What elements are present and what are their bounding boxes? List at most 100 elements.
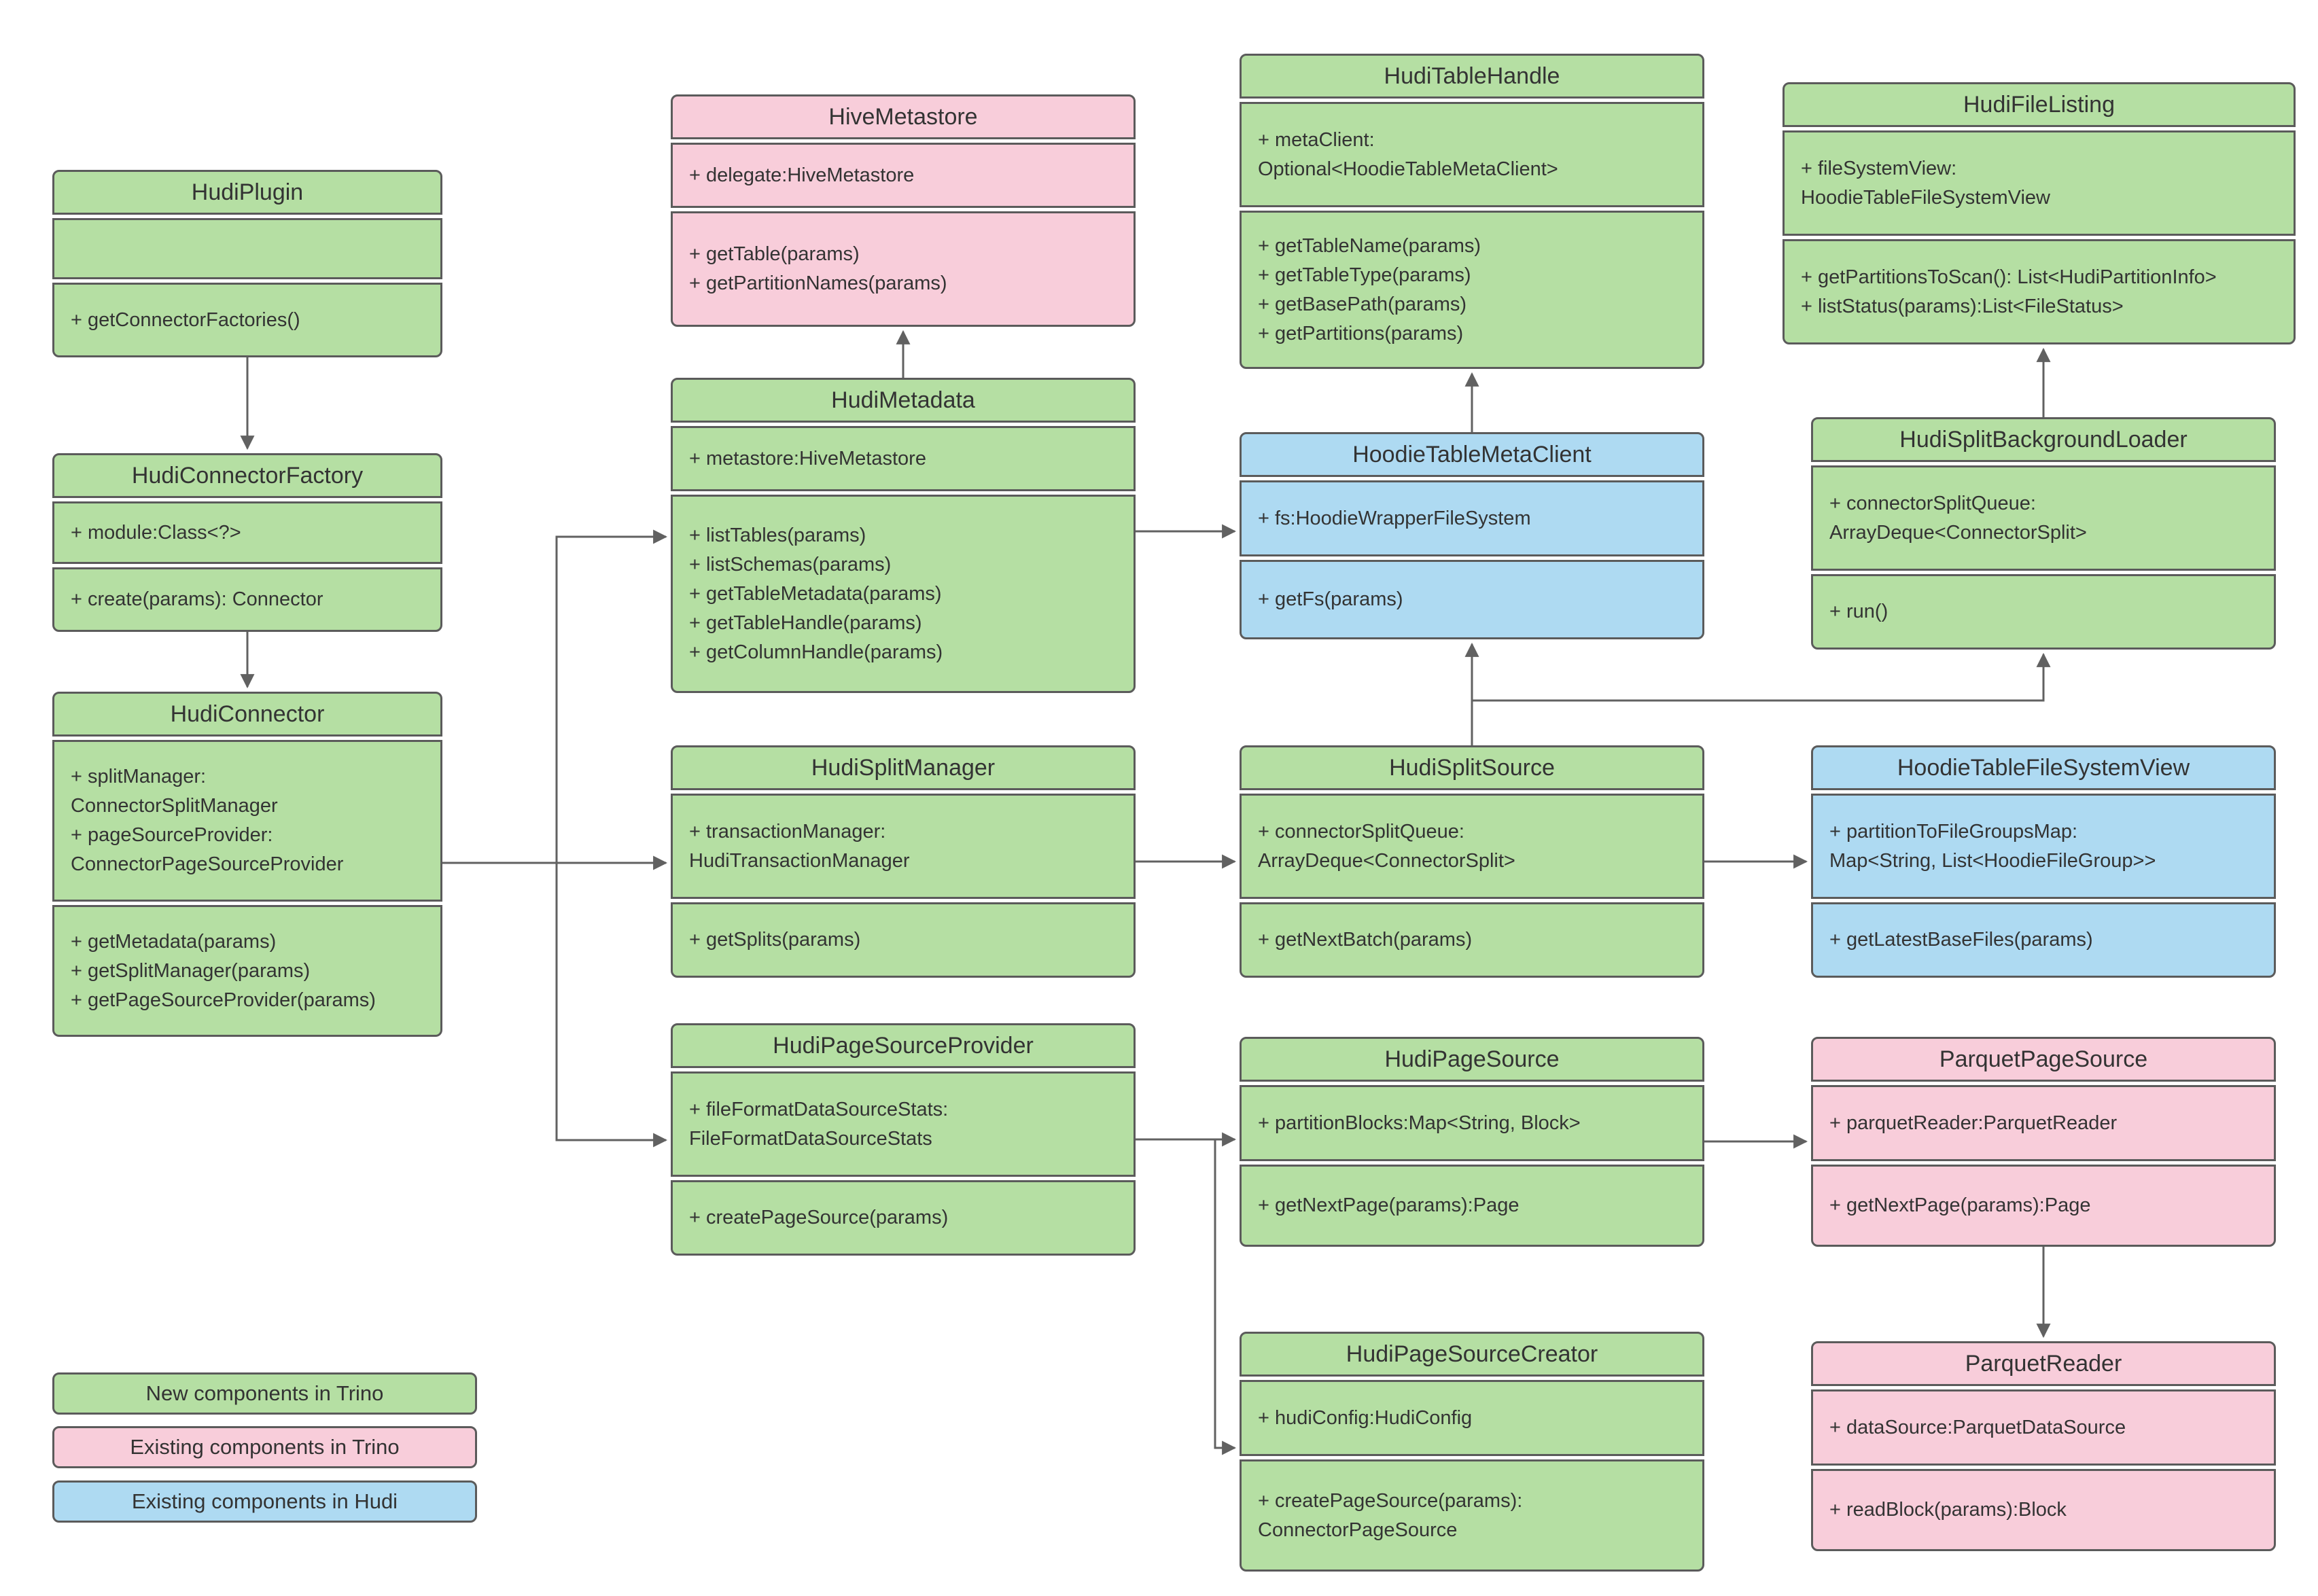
class-methods: + getLatestBaseFiles(params) [1811,902,2276,978]
class-title: HudiPageSourceCreator [1240,1332,1704,1377]
text-line: + getBasePath(params) [1258,293,1467,315]
text-line: + getTable(params) [689,243,860,265]
class-title: HudiPlugin [52,170,442,215]
text-line: + getTableName(params) [1258,234,1481,257]
class-methods: + getNextBatch(params) [1240,902,1704,978]
class-attributes: + metaClient: Optional<HoodieTableMetaCli… [1240,102,1704,207]
text-line: + fileSystemView: [1801,157,1957,179]
text-line: + module:Class<?> [71,521,241,544]
class-hudi-metadata: HudiMetadata + metastore:HiveMetastore +… [671,378,1136,693]
text-line: + readBlock(params):Block [1829,1499,2067,1521]
class-title: HudiSplitManager [671,745,1136,790]
class-methods: + getMetadata(params) + getSplitManager(p… [52,905,442,1037]
class-title: HoodieTableMetaClient [1240,432,1704,477]
text-line: + hudiConfig:HudiConfig [1258,1406,1473,1429]
class-attributes: + connectorSplitQueue: ArrayDeque<Connect… [1240,794,1704,899]
class-title: ParquetReader [1811,1341,2276,1386]
text-line: ConnectorPageSource [1258,1519,1458,1541]
legend-existing-components-trino: Existing components in Trino [52,1426,477,1468]
legend-new-components-trino: New components in Trino [52,1372,477,1415]
class-title: HudiPageSource [1240,1037,1704,1082]
text-line: + metastore:HiveMetastore [689,447,926,469]
class-title: HudiConnectorFactory [52,453,442,498]
text-line: Optional<HoodieTableMetaClient> [1258,158,1558,180]
text-line: + pageSourceProvider: [71,824,273,846]
class-hudi-plugin: HudiPlugin + getConnectorFactories() [52,170,442,357]
text-line: HudiTransactionManager [689,849,910,872]
text-line: Map<String, List<HoodieFileGroup>> [1829,849,2156,872]
text-line: + getNextBatch(params) [1258,929,1473,951]
class-hudi-split-background-loader: HudiSplitBackgroundLoader + connectorSpl… [1811,417,2276,650]
class-parquet-reader: ParquetReader + dataSource:ParquetDataSo… [1811,1341,2276,1551]
class-hudi-page-source-creator: HudiPageSourceCreator + hudiConfig:HudiC… [1240,1332,1704,1572]
text-line: + transactionManager: [689,820,886,843]
class-title: HudiPageSourceProvider [671,1023,1136,1068]
text-line: + getFs(params) [1258,588,1403,610]
text-line: + getMetadata(params) [71,930,277,953]
class-attributes: + connectorSplitQueue:ArrayDeque<Connect… [1811,465,2276,571]
class-attributes: + fs:HoodieWrapperFileSystem [1240,480,1704,556]
class-methods: + getNextPage(params):Page [1240,1165,1704,1247]
text-line: + getSplitManager(params) [71,959,311,982]
class-attributes: + dataSource:ParquetDataSource [1811,1389,2276,1466]
arrow-hudipagesourceprovider-to-hudipagesourcecreator [1214,1139,1237,1455]
class-methods: + create(params): Connector [52,567,442,632]
class-hudi-connector-factory: HudiConnectorFactory + module:Class<?> +… [52,453,442,632]
text-line: + connectorSplitQueue: [1258,820,1464,843]
text-line: + getColumnHandle(params) [689,641,943,663]
text-line: ConnectorPageSourceProvider [71,853,344,875]
class-title: HudiSplitBackgroundLoader [1811,417,2276,462]
class-methods: + getPartitionsToScan(): List<HudiPartit… [1783,239,2296,344]
text-line: + createPageSource(params): [1258,1489,1523,1512]
legend-label: Existing components in Trino [130,1435,400,1459]
arrow-hudiconnector-to-hudipagesourceprovider [555,863,668,1148]
class-hudi-page-source-provider: HudiPageSourceProvider + fileFormatDataS… [671,1023,1136,1256]
text-line: ConnectorSplitManager [71,795,278,817]
class-attributes: + partitionBlocks:Map<String, Block> [1240,1085,1704,1161]
text-line: ArrayDeque<ConnectorSplit> [1258,849,1515,872]
class-attributes: + fileFormatDataSourceStats:FileFormatDa… [671,1071,1136,1177]
text-line: + metaClient: [1258,128,1375,151]
class-parquet-page-source: ParquetPageSource + parquetReader:Parque… [1811,1037,2276,1247]
text-line: HoodieTableFileSystemView [1801,186,2050,209]
class-title: HoodieTableFileSystemView [1811,745,2276,790]
text-line: + getPageSourceProvider(params) [71,989,376,1011]
class-hudi-table-handle: HudiTableHandle + metaClient:Optional<Ho… [1240,54,1704,369]
class-attributes: + splitManager: ConnectorSplitManager + pa… [52,740,442,902]
text-line: + getTableMetadata(params) [689,582,942,605]
text-line: + partitionBlocks:Map<String, Block> [1258,1112,1581,1134]
class-attributes [52,218,442,279]
text-line: + getSplits(params) [689,929,861,951]
class-hoodie-table-meta-client: HoodieTableMetaClient + fs:HoodieWrapper… [1240,432,1704,639]
class-hudi-connector: HudiConnector + splitManager:ConnectorSp… [52,692,442,1037]
class-methods: + getTableName(params)+ getTableType(par… [1240,211,1704,369]
text-line: + dataSource:ParquetDataSource [1829,1416,2126,1438]
class-hudi-split-source: HudiSplitSource + connectorSplitQueue:Ar… [1240,745,1704,978]
class-hive-metastore: HiveMetastore + delegate:HiveMetastore +… [671,94,1136,327]
class-hoodie-table-file-system-view: HoodieTableFileSystemView + partitionToF… [1811,745,2276,978]
legend-label: Existing components in Hudi [131,1489,398,1513]
legend-existing-components-hudi: Existing components in Hudi [52,1480,477,1523]
text-line: + listSchemas(params) [689,553,892,575]
text-line: + getLatestBaseFiles(params) [1829,929,2093,951]
text-line: + splitManager: [71,766,207,787]
text-line: + run() [1829,601,1889,622]
text-line: + delegate:HiveMetastore [689,164,915,186]
arrow-hudiconnector-to-hudimetadata [555,529,668,863]
text-line: + fileFormatDataSourceStats: [689,1098,949,1120]
class-hudi-page-source: HudiPageSource + partitionBlocks:Map<Str… [1240,1037,1704,1247]
class-attributes: + fileSystemView: HoodieTableFileSystemVi… [1783,130,2296,236]
text-line: + getPartitions(params) [1258,322,1464,344]
text-line: + getNextPage(params):Page [1258,1194,1520,1216]
class-attributes: + partitionToFileGroupsMap:Map<String, L… [1811,794,2276,899]
text-line: + getPartitionsToScan(): List<HudiPartit… [1801,266,2217,288]
class-methods: + createPageSource(params) [671,1180,1136,1256]
class-title: ParquetPageSource [1811,1037,2276,1082]
class-attributes: + delegate:HiveMetastore [671,143,1136,208]
class-attributes: + metastore:HiveMetastore [671,426,1136,491]
class-attributes: + module:Class<?> [52,501,442,564]
class-title: HudiFileListing [1783,82,2296,127]
class-attributes: + parquetReader:ParquetReader [1811,1085,2276,1161]
class-attributes: + hudiConfig:HudiConfig [1240,1380,1704,1456]
